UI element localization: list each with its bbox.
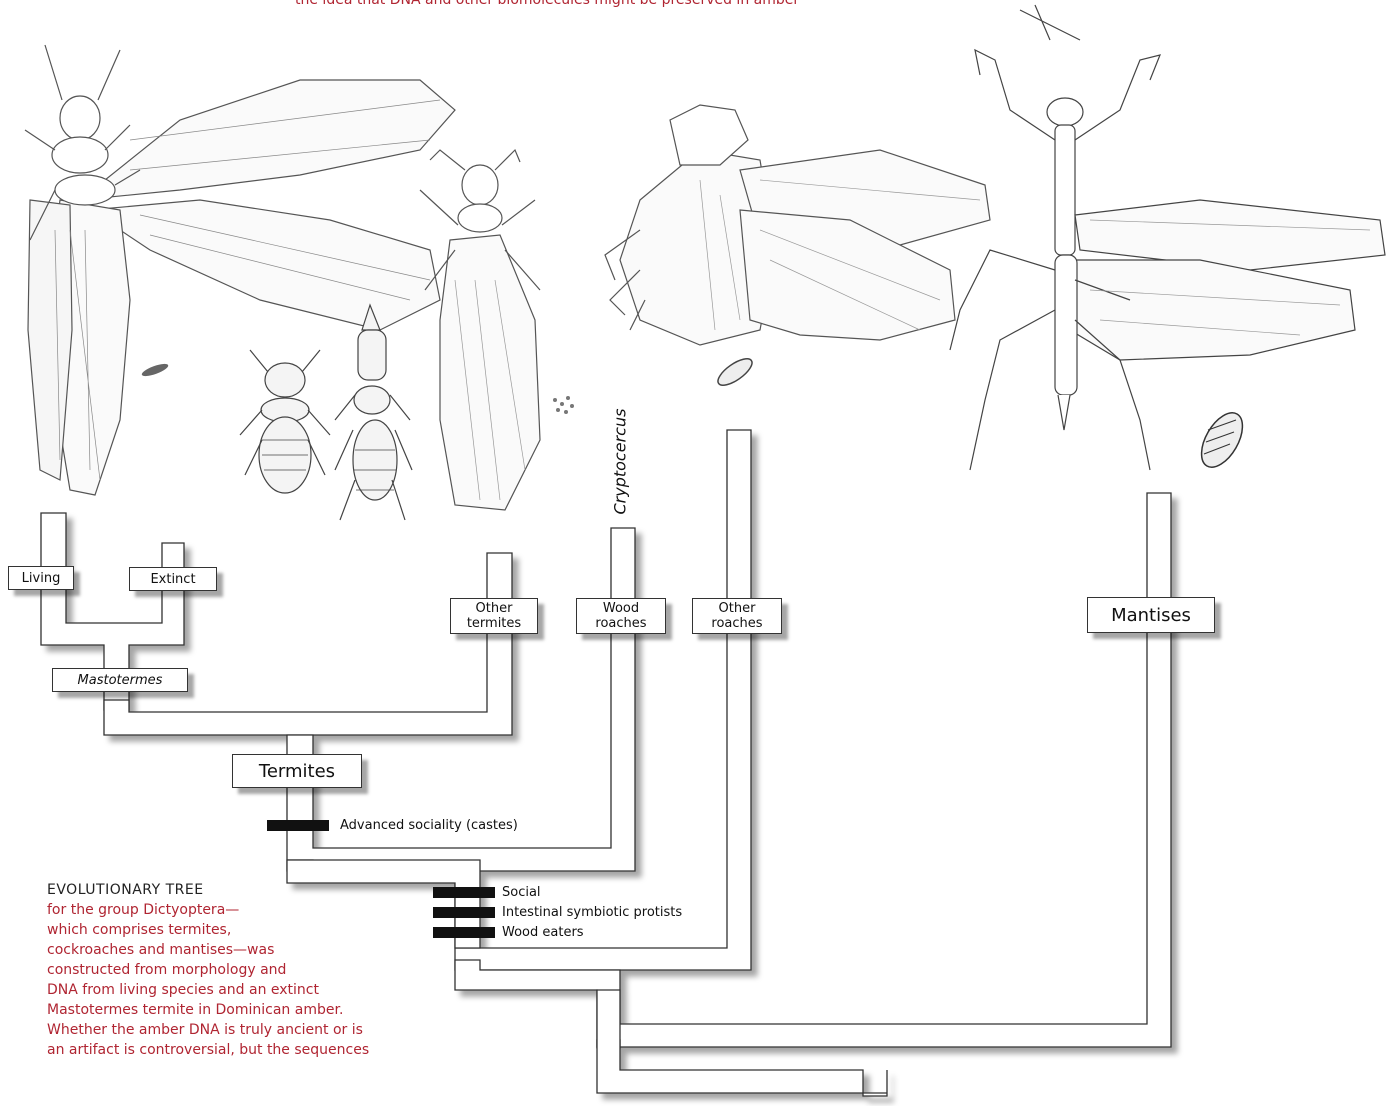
caption-line: which comprises termites, xyxy=(47,920,467,940)
label-other-roaches: Other roaches xyxy=(692,598,782,634)
mastotermes-winged-adult-icon xyxy=(25,45,455,495)
label-wood-roaches: Wood roaches xyxy=(576,598,666,634)
label-living: Living xyxy=(8,566,74,590)
label-termites: Termites xyxy=(232,754,362,788)
caption-heading: EVOLUTIONARY TREE xyxy=(47,880,467,900)
caption-line: constructed from morphology and xyxy=(47,960,467,980)
advanced-sociality-bar xyxy=(267,820,329,831)
caption-line: DNA from living species and an extinct xyxy=(47,980,467,1000)
label-other-termites: Other termites xyxy=(450,598,538,634)
termite-soldier-icon xyxy=(335,305,412,520)
trait-wood-eaters: Wood eaters xyxy=(502,925,584,940)
figure-caption: EVOLUTIONARY TREE for the group Dictyopt… xyxy=(47,880,467,1060)
trait-symbiotic-protists: Intestinal symbiotic protists xyxy=(502,905,682,920)
label-mantises: Mantises xyxy=(1087,597,1215,633)
caption-line: for the group Dictyoptera— xyxy=(47,900,467,920)
caption-line: Mastotermes termite in Dominican amber. xyxy=(47,1000,467,1020)
label-extinct: Extinct xyxy=(129,567,217,591)
termite-winged-adult-icon xyxy=(420,150,540,510)
label-cryptocercus: Cryptocercus xyxy=(611,415,630,515)
termite-worker-icon xyxy=(240,350,330,493)
trait-advanced-sociality: Advanced sociality (castes) xyxy=(340,818,518,833)
top-caption-fragment: the idea that DNA and other biomolecules… xyxy=(295,0,799,8)
mantis-icon xyxy=(950,5,1385,470)
termite-egg-icon xyxy=(140,361,169,378)
caption-line: Whether the amber DNA is truly ancient o… xyxy=(47,1020,467,1040)
label-mastotermes: Mastotermes xyxy=(52,668,188,692)
roach-egg-case-icon xyxy=(714,354,756,390)
caption-line: an artifact is controversial, but the se… xyxy=(47,1040,467,1060)
cryptocercus-roach-icon xyxy=(605,105,990,345)
trait-social: Social xyxy=(502,885,541,900)
caption-line: cockroaches and mantises—was xyxy=(47,940,467,960)
termite-eggs-icon xyxy=(553,396,574,414)
mantis-egg-case-icon xyxy=(1193,406,1251,474)
